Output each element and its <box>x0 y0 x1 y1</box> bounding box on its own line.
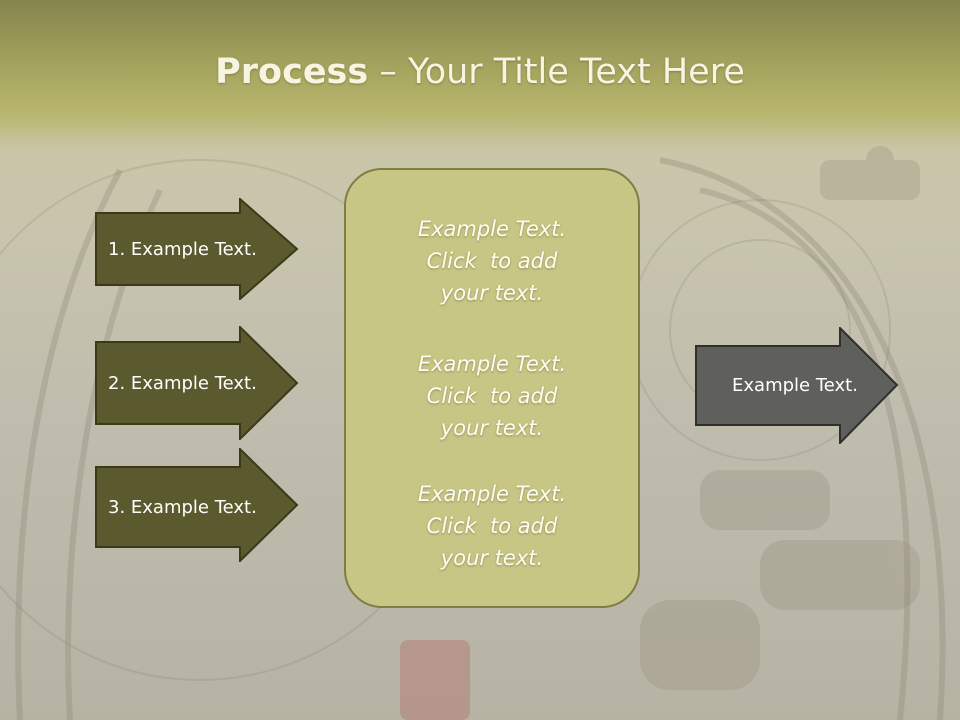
step-label: 2. Example Text. <box>108 372 257 394</box>
text-line: your text. <box>440 416 544 440</box>
text-line: Click to add <box>426 384 558 408</box>
title-rest: – Your Title Text Here <box>368 52 745 92</box>
result-arrow[interactable]: Example Text. <box>695 327 899 444</box>
text-line: Click to add <box>426 514 558 538</box>
text-line: Example Text. <box>417 352 567 376</box>
arrow-shape <box>95 198 299 300</box>
text-line: Example Text. <box>417 217 567 241</box>
step-arrow-2[interactable]: 2. Example Text. <box>95 326 299 440</box>
arrow-shape <box>695 327 899 444</box>
step-label: 3. Example Text. <box>108 496 257 518</box>
result-label: Example Text. <box>732 375 858 396</box>
step-label: 1. Example Text. <box>108 238 257 260</box>
step-arrow-3[interactable]: 3. Example Text. <box>95 448 299 562</box>
title-bold: Process <box>215 52 369 92</box>
text-line: Example Text. <box>417 482 567 506</box>
step-arrow-1[interactable]: 1. Example Text. <box>95 198 299 300</box>
text-line: Click to add <box>426 249 558 273</box>
title-bar <box>0 0 960 150</box>
text-line: your text. <box>440 281 544 305</box>
center-text-block-1[interactable]: Example Text. Click to add your text. <box>344 213 640 309</box>
center-text-block-3[interactable]: Example Text. Click to add your text. <box>344 478 640 574</box>
slide-title[interactable]: Process – Your Title Text Here <box>0 52 960 92</box>
arrow-shape <box>95 326 299 440</box>
center-text-block-2[interactable]: Example Text. Click to add your text. <box>344 348 640 444</box>
text-line: your text. <box>440 546 544 570</box>
center-text-box[interactable] <box>344 168 640 608</box>
arrow-shape <box>95 448 299 562</box>
